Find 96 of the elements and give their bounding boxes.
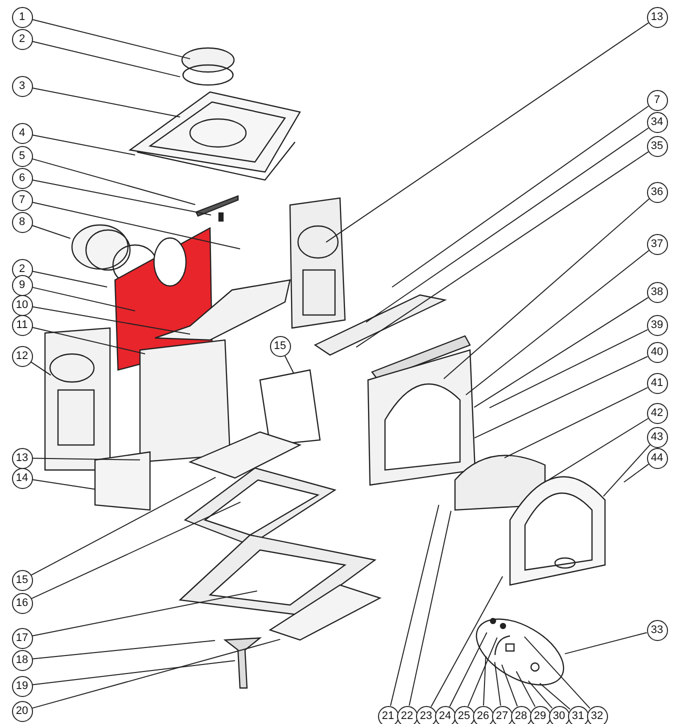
callout-number: 3 xyxy=(12,76,32,96)
callout-number: 15 xyxy=(270,336,290,356)
leader-line xyxy=(474,356,648,438)
leader-line xyxy=(443,198,650,380)
leader-line xyxy=(494,662,502,706)
callout-number: 7 xyxy=(646,90,668,110)
callout-number: 7 xyxy=(12,190,32,210)
leader-line xyxy=(32,306,191,335)
leader-line xyxy=(32,270,108,288)
callout-number: 1 xyxy=(12,6,32,28)
leader-line xyxy=(32,180,212,216)
callout-number: 4 xyxy=(12,122,32,144)
callout-number: 15 xyxy=(12,570,32,590)
leader-line xyxy=(524,636,590,709)
callout-number: 33 xyxy=(646,620,668,640)
callout-number: 43 xyxy=(646,426,668,448)
callout-number: 10 xyxy=(12,294,32,316)
callout-number: 26 xyxy=(472,706,494,724)
leader-line xyxy=(465,250,650,396)
leader-line xyxy=(32,134,136,156)
leader-line xyxy=(392,106,649,288)
callout-number: 29 xyxy=(530,706,550,724)
callout-number: 23 xyxy=(416,706,436,724)
leader-line xyxy=(468,637,498,707)
leader-line xyxy=(31,502,241,600)
leader-line xyxy=(32,590,258,636)
callout-number: 41 xyxy=(646,372,668,394)
leader-line xyxy=(449,632,488,708)
leader-line xyxy=(528,680,553,709)
callout-number: 6 xyxy=(12,168,32,188)
leader-line xyxy=(32,158,196,206)
leader-line xyxy=(32,326,146,354)
callout-number: 31 xyxy=(568,706,588,724)
callout-number: 13 xyxy=(12,448,32,468)
leader-line xyxy=(32,88,181,118)
leader-line xyxy=(31,224,71,239)
callout-number: 36 xyxy=(646,182,668,202)
leader-line xyxy=(366,128,649,323)
callout-number: 39 xyxy=(646,314,668,336)
callout-number: 38 xyxy=(646,282,668,302)
leader-line xyxy=(32,286,136,312)
callout-number: 14 xyxy=(12,468,32,488)
leader-line xyxy=(390,504,440,706)
leader-line xyxy=(504,387,648,458)
leader-line xyxy=(32,638,281,709)
callout-number: 5 xyxy=(12,146,32,166)
leader-line xyxy=(602,444,650,497)
leader-line xyxy=(326,22,649,243)
callout-number: 27 xyxy=(492,706,512,724)
leader-line xyxy=(489,329,648,408)
callout-number: 25 xyxy=(454,706,474,724)
callout-number: 2 xyxy=(12,28,32,50)
callout-number: 37 xyxy=(646,234,668,254)
callout-number: 34 xyxy=(646,112,668,132)
leader-line xyxy=(539,682,570,710)
callout-number: 20 xyxy=(12,700,32,722)
leader-line xyxy=(284,354,294,374)
leader-line xyxy=(32,202,241,250)
leader-line xyxy=(483,656,486,706)
callout-number: 22 xyxy=(396,706,418,724)
leader-line xyxy=(30,361,52,376)
callout-number: 24 xyxy=(434,706,456,724)
leader-line xyxy=(30,476,216,576)
callout-number: 17 xyxy=(12,628,32,648)
leader-line xyxy=(32,458,140,460)
leader-line xyxy=(32,660,236,686)
leader-line xyxy=(32,40,181,78)
callout-number: 11 xyxy=(12,314,32,336)
callout-number: 13 xyxy=(646,6,668,28)
leader-line xyxy=(516,670,536,708)
leader-line xyxy=(548,418,649,480)
callout-number: 18 xyxy=(12,650,32,670)
callout-number: 16 xyxy=(12,592,32,614)
callout-number: 42 xyxy=(646,402,668,424)
callout-number: 19 xyxy=(12,676,32,696)
callout-number: 35 xyxy=(646,136,668,156)
leader-line xyxy=(356,151,649,348)
callout-number: 8 xyxy=(12,212,32,232)
callout-number: 12 xyxy=(12,346,32,366)
leader-line xyxy=(408,510,452,706)
callout-number: 32 xyxy=(586,706,608,724)
leader-line xyxy=(564,632,648,654)
callout-number: 9 xyxy=(12,274,32,296)
leader-line xyxy=(32,640,216,660)
callout-number: 40 xyxy=(646,342,668,362)
leader-line xyxy=(430,576,504,708)
leader-line xyxy=(624,464,649,483)
callout-number: 2 xyxy=(12,258,32,280)
callout-number: 28 xyxy=(510,706,532,724)
leader-line xyxy=(32,19,191,60)
callout-number: 44 xyxy=(646,448,668,468)
callout-number: 30 xyxy=(548,706,570,724)
leader-line xyxy=(32,479,96,490)
callout-number: 21 xyxy=(378,706,398,724)
leader-line xyxy=(474,297,649,408)
leader-line xyxy=(501,664,518,707)
